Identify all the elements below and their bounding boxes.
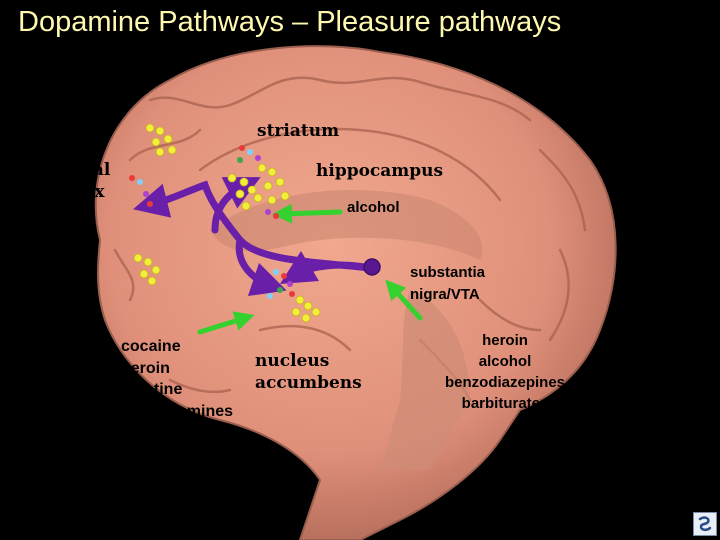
drug-item: heroin: [445, 330, 565, 351]
logo-icon: [693, 512, 717, 536]
drug-list-right: heroin alcohol benzodiazepines barbitura…: [445, 330, 565, 414]
drug-item: heroin: [121, 358, 233, 380]
label-frontal-line2: cortex: [45, 182, 110, 204]
drug-item: cocaine: [121, 336, 233, 358]
label-frontal-line1: frontal: [45, 160, 110, 182]
drug-item: THC: [121, 444, 233, 466]
drug-item: amphetamines: [121, 401, 233, 423]
drug-item: benzodiazepines: [445, 372, 565, 393]
label-striatum: striatum: [257, 121, 339, 141]
drug-list-left: cocaine heroin nicotine amphetamines opi…: [121, 336, 233, 508]
drug-item: opiates: [121, 422, 233, 444]
label-alcohol: alcohol: [347, 199, 400, 216]
label-frontal-cortex: frontal cortex: [45, 160, 110, 203]
label-nucleus-accumbens: nucleus accumbens: [255, 351, 362, 394]
label-substantia-line2: nigra/VTA: [410, 284, 485, 306]
label-substantia-line1: substantia: [410, 262, 485, 284]
label-nucleus-line2: accumbens: [255, 373, 362, 395]
label-substantia-nigra: substantia nigra/VTA: [410, 262, 485, 306]
drug-item: barbiturates: [445, 393, 565, 414]
drug-item: alcohol: [445, 351, 565, 372]
arrow-alcohol: [282, 212, 340, 214]
label-hippocampus: hippocampus: [316, 161, 443, 181]
label-nucleus-line1: nucleus: [255, 351, 362, 373]
logo-mark-icon: [694, 513, 716, 535]
drug-item: PCP: [121, 465, 233, 487]
drug-item: nicotine: [121, 379, 233, 401]
drug-item: ketamine: [121, 487, 233, 509]
vta-node: [364, 259, 380, 275]
